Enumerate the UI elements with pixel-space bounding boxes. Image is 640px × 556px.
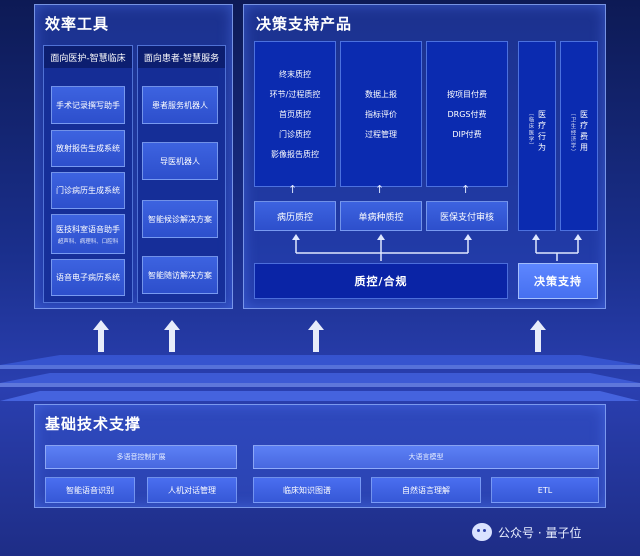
payment-list-item-2: DRGS付费 [447,109,487,119]
medical-cost-column: （卫生经济学） 医疗费用 [560,41,598,231]
patient-item-4: 智能随访解决方案 [142,256,218,294]
medical-cost-sub: （卫生经济学） [569,110,576,156]
single-disease-qc-box: 单病种质控 [340,201,422,231]
watermark: 公众号 · 量子位 [472,520,581,544]
qc-list-item-1: 终末质控 [279,69,311,79]
decision-support-panel: 决策支持产品 终末质控 环节/过程质控 首页质控 门诊质控 影像报告质控 数据上… [243,4,606,309]
clinical-item-1: 手术记录撰写助手 [51,86,125,124]
base-tech-panel: 基础技术支撑 多语音控制扩展 大语言模型 智能语音识别 人机对话管理 临床知识图… [34,404,606,508]
up-arrow-icon [308,320,324,352]
up-arrow-icon: ↑ [461,183,471,196]
speech-recognition-chip: 智能语音识别 [45,477,135,503]
up-arrow-icon: ↑ [288,183,298,196]
clinical-item-4-sub: 超声科、病理科、口腔科 [57,238,119,245]
connector-lines [292,234,582,261]
disease-list: 数据上报 指标评价 过程管理 [340,41,422,187]
payment-list: 按项目付费 DRGS付费 DIP付费 [426,41,508,187]
qc-list-item-2: 环节/过程质控 [269,89,321,99]
qc-list-item-5: 影像报告质控 [271,149,319,159]
patient-item-3: 智能候诊解决方案 [142,200,218,238]
base-tech-title: 基础技术支撑 [45,415,142,433]
patient-service-column: 面向患者-智慧服务 患者服务机器人 导医机器人 智能候诊解决方案 智能随访解决方… [137,45,226,303]
decision-support-bar: 决策支持 [518,263,598,299]
disease-list-item-1: 数据上报 [365,89,397,99]
clinical-item-3: 门诊病历生成系统 [51,172,125,209]
medical-behavior-sub: （临床医学） [527,110,534,149]
up-arrow-icon [530,320,546,352]
disease-list-item-2: 指标评价 [365,109,397,119]
clinical-item-2: 放射报告生成系统 [51,130,125,167]
qc-list: 终末质控 环节/过程质控 首页质控 门诊质控 影像报告质控 [254,41,336,187]
layered-slabs [0,355,640,401]
up-arrow-icon: ↑ [375,183,385,196]
payment-list-item-3: DIP付费 [452,129,482,139]
dialogue-management-chip: 人机对话管理 [147,477,237,503]
wechat-icon [472,523,492,541]
knowledge-graph-chip: 临床知识图谱 [253,477,361,503]
qc-compliance-bar: 质控/合规 [254,263,508,299]
big-arrows [93,320,546,352]
qc-list-item-4: 门诊质控 [279,129,311,139]
large-language-model-bar: 大语言模型 [253,445,599,469]
patient-item-1: 患者服务机器人 [142,86,218,124]
efficiency-tools-title: 效率工具 [45,15,110,33]
voice-control-extension-bar: 多语音控制扩展 [45,445,237,469]
disease-list-item-3: 过程管理 [365,129,397,139]
nlu-chip: 自然语言理解 [371,477,481,503]
patient-service-column-header: 面向患者-智慧服务 [138,46,225,68]
watermark-text: 公众号 · 量子位 [498,525,582,540]
clinical-column-header: 面向医护-智慧临床 [44,46,132,68]
clinical-item-5: 语音电子病历系统 [51,259,125,296]
up-arrow-icon [164,320,180,352]
medical-behavior-label: 医疗行为 [537,110,547,154]
up-arrow-icon [93,320,109,352]
clinical-column: 面向医护-智慧临床 手术记录撰写助手 放射报告生成系统 门诊病历生成系统 医技科… [43,45,133,303]
clinical-item-4: 医技科室语音助手 超声科、病理科、口腔科 [51,214,125,254]
insurance-audit-box: 医保支付审核 [426,201,508,231]
medical-cost-label: 医疗费用 [579,110,589,154]
payment-list-item-1: 按项目付费 [447,89,487,99]
etl-chip: ETL [491,477,599,503]
efficiency-tools-panel: 效率工具 面向医护-智慧临床 手术记录撰写助手 放射报告生成系统 门诊病历生成系… [34,4,233,309]
patient-item-2: 导医机器人 [142,142,218,180]
decision-support-title: 决策支持产品 [256,15,353,33]
qc-list-item-3: 首页质控 [279,109,311,119]
record-qc-box: 病历质控 [254,201,336,231]
medical-behavior-column: （临床医学） 医疗行为 [518,41,556,231]
